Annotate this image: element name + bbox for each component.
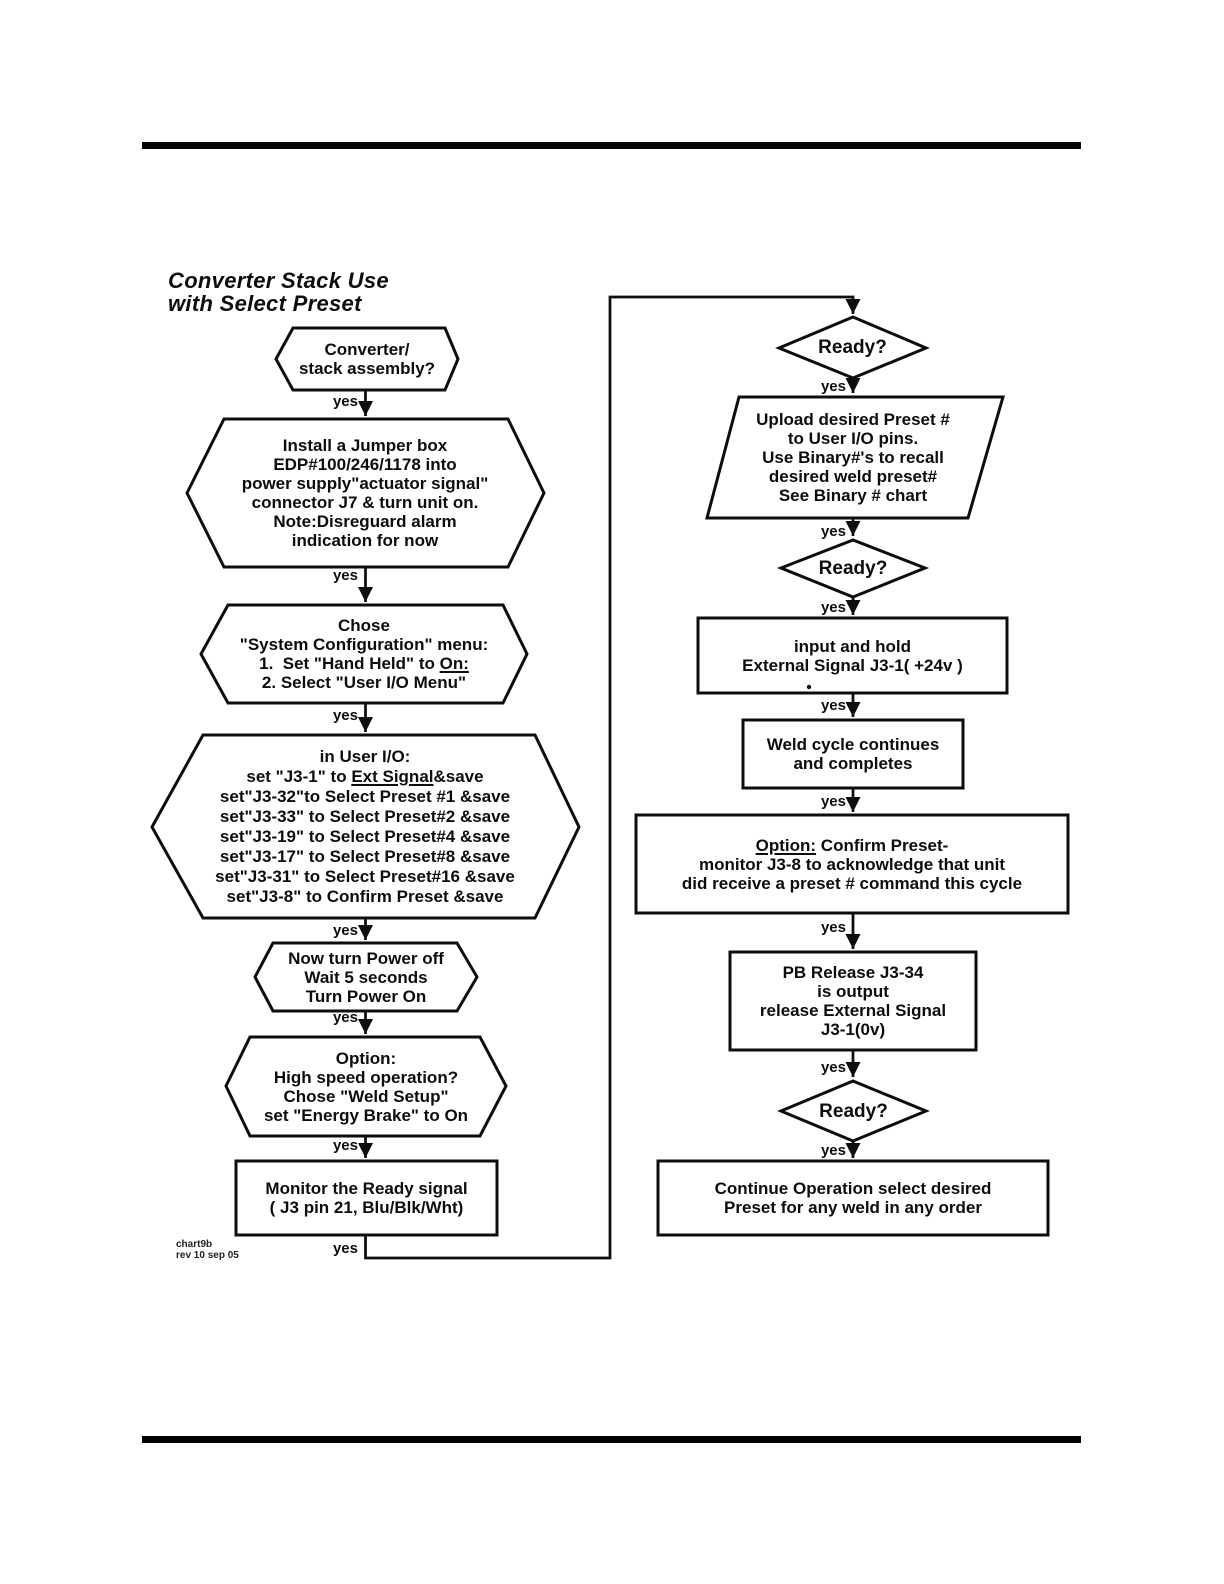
user-io-line7-text: set"J3-31" to Select Preset#16 &save	[215, 866, 515, 886]
hexagon-converter-stack	[274, 326, 460, 392]
node-option-highspeed-text: Option: High speed operation? Chose "Wel…	[263, 1048, 469, 1125]
node-chose-config-text: Chose "System Configuration" menu: 1. Se…	[210, 605, 518, 703]
top-rule	[142, 142, 1081, 149]
yes-label: yes	[332, 567, 358, 584]
option-confirm-line1-post: Confirm Preset-	[816, 835, 949, 855]
yes-label: yes	[332, 707, 358, 724]
option-confirm-line1: Option: Confirm Preset-	[756, 836, 949, 855]
user-io-line4-text: set"J3-33" to Select Preset#2 &save	[219, 806, 511, 826]
user-io-line7: set"J3-31" to Select Preset#16 &save	[215, 867, 515, 887]
option-confirm-line2-text: monitor J3-8 to acknowledge that unit	[698, 854, 1006, 874]
chose-config-line4: 2. Select "User I/O Menu"	[262, 673, 466, 692]
node-install-jumper-text: Install a Jumper box EDP#100/246/1178 in…	[241, 436, 489, 550]
user-io-line2-post: &save	[433, 766, 484, 786]
diamond-ready1	[775, 315, 930, 380]
chose-config-line3: 1. Set "Hand Held" to On:	[259, 654, 469, 673]
yes-label: yes	[332, 1137, 358, 1154]
chart-revision-note: chart9b rev 10 sep 05	[176, 1239, 239, 1261]
user-io-line2-pre: set "J3-1" to	[246, 766, 352, 786]
node-power-cycle-text: Now turn Power off Wait 5 seconds Turn P…	[288, 948, 444, 1006]
user-io-line1: in User I/O:	[320, 747, 411, 767]
node-ready1-text: Ready?	[818, 337, 887, 358]
chose-config-line3-underlined: On:	[439, 654, 469, 673]
node-upload-preset-text: Upload desired Preset # to User I/O pins…	[756, 410, 950, 505]
yes-label: yes	[332, 1009, 358, 1026]
yes-label: yes	[332, 1240, 358, 1257]
scan-artifact-dot	[806, 684, 812, 690]
user-io-line3: set"J3-32"to Select Preset #1 &save	[220, 787, 510, 807]
yes-label: yes	[820, 793, 846, 810]
chose-config-line2-text: "System Configuration" menu:	[239, 635, 489, 654]
diamond-ready3	[777, 1079, 930, 1143]
chose-config-line4-text: 2. Select "User I/O Menu"	[261, 673, 467, 692]
rect-weld-cycle	[741, 718, 965, 790]
node-input-hold-text: input and hold External Signal J3-1( +24…	[742, 636, 963, 675]
yes-label: yes	[332, 922, 358, 939]
hexagon-option-highspeed	[224, 1035, 508, 1138]
user-io-line5: set"J3-19" to Select Preset#4 &save	[220, 827, 510, 847]
node-user-io-text: in User I/O: set "J3-1" to Ext Signal&sa…	[165, 735, 565, 918]
rect-input-hold	[696, 616, 1009, 695]
option-confirm-line2: monitor J3-8 to acknowledge that unit	[699, 855, 1005, 874]
user-io-line1-text: in User I/O:	[319, 746, 411, 766]
user-io-line3-text: set"J3-32"to Select Preset #1 &save	[219, 786, 511, 806]
option-confirm-line3-text: did receive a preset # command this cycl…	[681, 873, 1023, 893]
user-io-line2-underlined: Ext Signal	[351, 766, 434, 786]
option-confirm-line3: did receive a preset # command this cycl…	[682, 874, 1022, 893]
yes-label: yes	[820, 697, 846, 714]
node-continue-operation-text: Continue Operation select desired Preset…	[714, 1179, 992, 1217]
option-confirm-line1-underlined: Option:	[755, 835, 817, 855]
yes-label: yes	[332, 393, 358, 410]
node-weld-cycle-text: Weld cycle continues and completes	[766, 735, 940, 773]
user-io-line4: set"J3-33" to Select Preset#2 &save	[220, 807, 510, 827]
chose-config-line1: Chose	[338, 616, 390, 635]
rect-monitor-ready	[234, 1159, 499, 1237]
hexagon-chose-config	[199, 603, 529, 705]
rect-pb-release	[728, 950, 978, 1052]
rect-continue-operation	[656, 1159, 1050, 1237]
user-io-line6-text: set"J3-17" to Select Preset#8 &save	[219, 846, 511, 866]
page-title: Converter Stack Use with Select Preset	[168, 268, 389, 316]
node-monitor-ready-text: Monitor the Ready signal ( J3 pin 21, Bl…	[265, 1179, 468, 1217]
edge-monitor-to-ready1	[364, 295, 861, 1260]
yes-label: yes	[820, 919, 846, 936]
hexagon-install-jumper	[185, 417, 546, 569]
yes-label: yes	[820, 378, 846, 395]
node-ready3-text: Ready?	[819, 1100, 888, 1122]
user-io-line8-text: set"J3-8" to Confirm Preset &save	[226, 886, 504, 906]
yes-label: yes	[820, 599, 846, 616]
chose-config-line2: "System Configuration" menu:	[240, 635, 488, 654]
user-io-line6: set"J3-17" to Select Preset#8 &save	[220, 847, 510, 867]
node-ready2-text: Ready?	[818, 558, 888, 579]
yes-label: yes	[820, 523, 846, 540]
node-converter-stack-text: Converter/ stack assembly?	[298, 340, 436, 378]
diamond-ready2	[776, 538, 930, 599]
bottom-rule	[142, 1436, 1081, 1443]
hexagon-power-cycle	[253, 941, 479, 1013]
hexagon-user-io	[150, 733, 581, 920]
node-pb-release-text: PB Release J3-34 is output release Exter…	[759, 963, 947, 1039]
node-option-confirm-text: Option: Confirm Preset- monitor J3-8 to …	[636, 815, 1068, 913]
rect-option-confirm	[634, 813, 1070, 915]
user-io-line8: set"J3-8" to Confirm Preset &save	[227, 887, 504, 907]
parallelogram-upload-preset	[705, 395, 1005, 520]
chose-config-line1-text: Chose	[338, 616, 390, 635]
chose-config-line3-pre: 1. Set "Hand Held" to	[259, 654, 440, 673]
user-io-line5-text: set"J3-19" to Select Preset#4 &save	[219, 826, 511, 846]
yes-label: yes	[820, 1059, 846, 1076]
user-io-line2: set "J3-1" to Ext Signal&save	[246, 767, 483, 787]
yes-label: yes	[820, 1142, 846, 1159]
